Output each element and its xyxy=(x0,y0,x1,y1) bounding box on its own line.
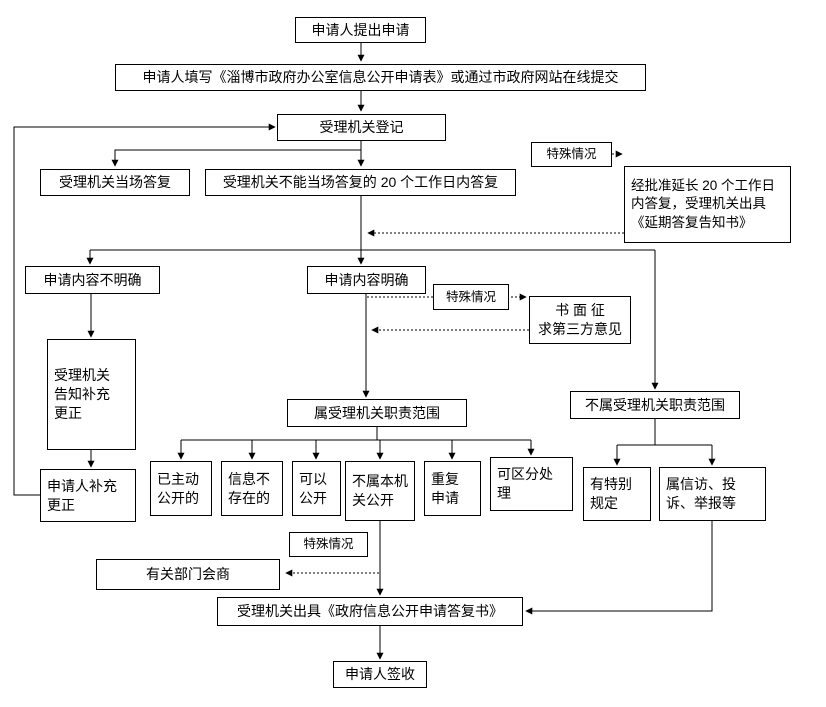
node-notify-supplement: 受理机关 告知补充 更正 xyxy=(47,339,136,450)
node-register: 受理机关登记 xyxy=(277,114,446,141)
node-onspot-reply: 受理机关当场答复 xyxy=(40,169,190,196)
node-can-public: 可以 公开 xyxy=(292,461,341,516)
node-not-this-org: 不属本机 关公开 xyxy=(345,461,415,521)
node-extension-notice: 经批准延长 20 个工作日 内答复，受理机关出具 《延期答复告知书》 xyxy=(624,166,791,243)
node-repeat-apply: 重复 申请 xyxy=(424,461,481,516)
node-in-scope: 属受理机关职责范围 xyxy=(287,399,467,427)
node-out-of-scope: 不属受理机关职责范围 xyxy=(570,391,740,419)
node-applicant-submit: 申请人提出申请 xyxy=(295,17,426,43)
node-dept-consult: 有关部门会商 xyxy=(96,559,280,590)
node-separable-handle: 可区分处 理 xyxy=(490,457,573,511)
node-content-unclear: 申请内容不明确 xyxy=(25,266,160,294)
node-reply-document: 受理机关出具《政府信息公开申请答复书》 xyxy=(217,597,523,626)
node-applicant-supplement: 申请人补充 更正 xyxy=(40,469,136,522)
node-applicant-sign: 申请人签收 xyxy=(333,661,427,688)
node-special-case-2: 特殊情况 xyxy=(433,284,509,310)
node-special-case-1: 特殊情况 xyxy=(531,142,612,167)
node-fill-form: 申请人填写《淄博市政府办公室信息公开申请表》或通过市政府网站在线提交 xyxy=(115,64,646,91)
node-petition-complaint: 属信访、投 诉、举报等 xyxy=(659,467,766,521)
node-third-party-opinion: 书 面 征 求第三方意见 xyxy=(529,296,631,344)
node-reply-20-days: 受理机关不能当场答复的 20 个工作日内答复 xyxy=(205,169,516,196)
node-special-rule: 有特别 规定 xyxy=(583,467,651,521)
node-content-clear: 申请内容明确 xyxy=(307,266,426,294)
node-info-not-exist: 信息不 存在的 xyxy=(221,461,283,516)
node-already-public: 已主动 公开的 xyxy=(150,461,212,516)
node-special-case-3: 特殊情况 xyxy=(289,532,368,557)
